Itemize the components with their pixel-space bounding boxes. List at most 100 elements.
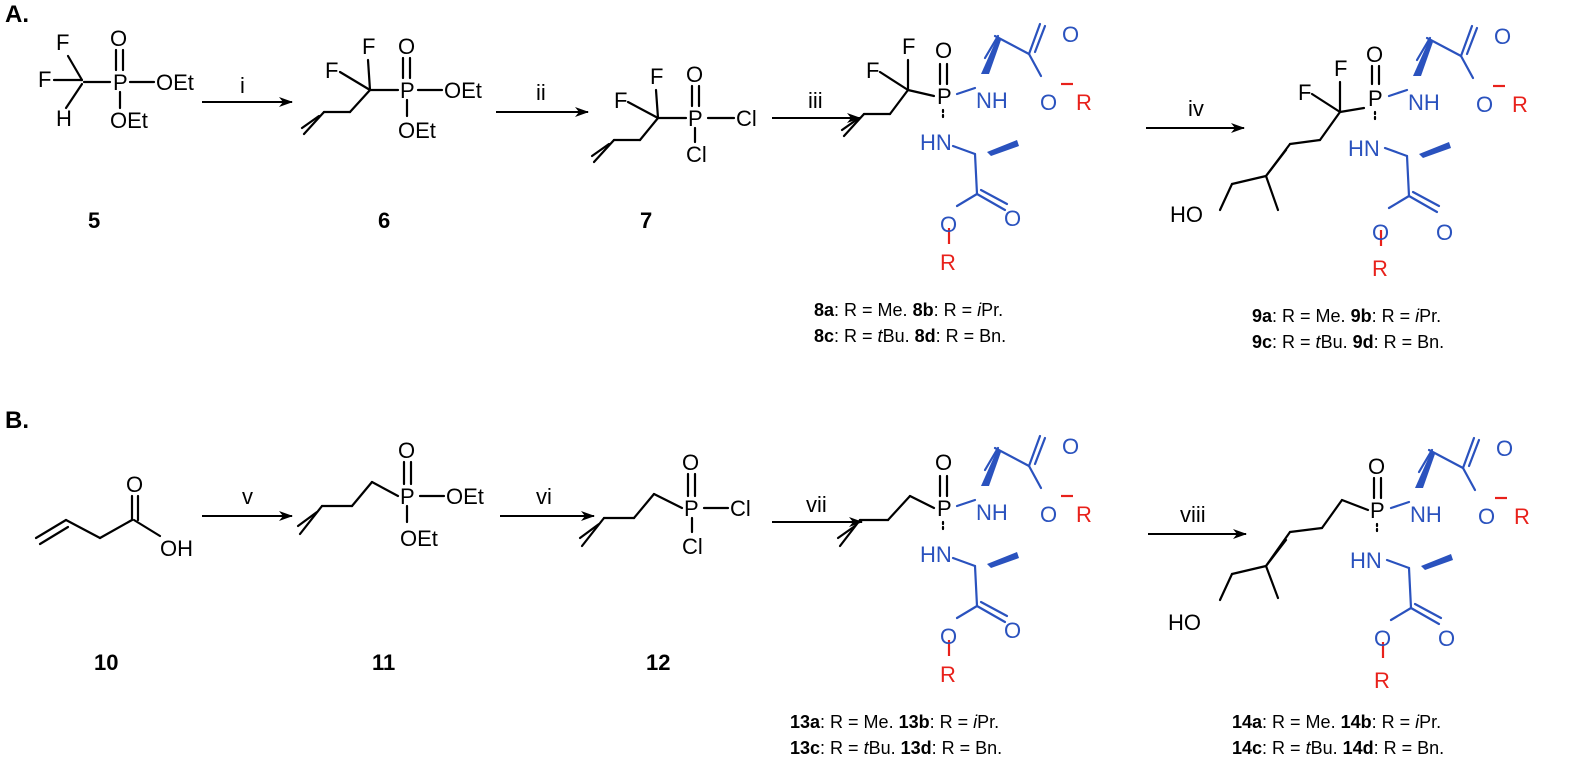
- svg-text:OEt: OEt: [400, 526, 438, 551]
- svg-text:F: F: [650, 64, 663, 89]
- caption-text: : R = Me.: [820, 712, 899, 732]
- svg-text:Cl: Cl: [682, 534, 703, 559]
- svg-text:F: F: [38, 67, 51, 92]
- svg-text:P: P: [937, 84, 952, 109]
- svg-text:O: O: [398, 34, 415, 59]
- caption-text: : R =: [1272, 332, 1316, 352]
- svg-text:O: O: [1374, 626, 1391, 651]
- caption-text: : R = Me.: [834, 300, 913, 320]
- svg-text:O: O: [398, 438, 415, 463]
- svg-text:NH: NH: [1408, 90, 1440, 115]
- compound-13-structure: P O NH O O R HN O O R: [836, 434, 1092, 687]
- caption-text: : R = Bn.: [1374, 332, 1445, 352]
- caption-text: : R =: [1372, 306, 1416, 326]
- caption-text: Pr.: [1419, 306, 1441, 326]
- svg-text:HN: HN: [920, 542, 952, 567]
- compound-5-label: 5: [88, 208, 100, 233]
- compound-number: 9b: [1351, 306, 1372, 326]
- compound-9-caption-line2: 9c: R = tBu. 9d: R = Bn.: [1252, 332, 1444, 352]
- svg-text:O: O: [1496, 436, 1513, 461]
- caption-text: : R =: [820, 738, 864, 758]
- compound-number: 8b: [913, 300, 934, 320]
- svg-text:O: O: [1476, 92, 1493, 117]
- svg-text:P: P: [113, 70, 128, 95]
- compound-7-structure: F F P O Cl Cl: [590, 62, 757, 167]
- compound-14-structure: HO P O NH O O R HN O O R: [1168, 436, 1530, 693]
- caption-text: : R =: [934, 300, 978, 320]
- compound-12-structure: P O Cl Cl: [578, 450, 751, 559]
- svg-text:HN: HN: [920, 130, 952, 155]
- svg-text:O: O: [935, 450, 952, 475]
- caption-text: : R =: [1262, 738, 1306, 758]
- svg-text:O: O: [1372, 220, 1389, 245]
- compound-number: 13c: [790, 738, 820, 758]
- svg-text:Cl: Cl: [730, 496, 751, 521]
- compound-number: 9a: [1252, 306, 1273, 326]
- svg-text:P: P: [688, 106, 703, 131]
- svg-text:F: F: [1298, 80, 1311, 105]
- caption-text: : R = Me.: [1262, 712, 1341, 732]
- caption-text: Bu.: [883, 326, 915, 346]
- svg-text:O: O: [1004, 618, 1021, 643]
- caption-text: Pr.: [977, 712, 999, 732]
- svg-text:NH: NH: [1410, 502, 1442, 527]
- reagent-v-label: v: [242, 484, 253, 509]
- compound-number: 8c: [814, 326, 834, 346]
- svg-text:R: R: [1512, 92, 1528, 117]
- compound-12-label: 12: [646, 650, 670, 675]
- svg-text:R: R: [940, 250, 956, 275]
- svg-text:R: R: [1372, 256, 1388, 281]
- compound-14-caption-line2: 14c: R = tBu. 14d: R = Bn.: [1232, 738, 1444, 758]
- section-b-label: B.: [5, 407, 29, 434]
- compound-number: 8d: [915, 326, 936, 346]
- compound-7-label: 7: [640, 208, 652, 233]
- compound-8-caption-line2: 8c: R = tBu. 8d: R = Bn.: [814, 326, 1006, 346]
- compound-6-structure: F F P O OEt OEt: [300, 34, 482, 143]
- compound-14-caption-line1: 14a: R = Me. 14b: R = iPr.: [1232, 712, 1441, 732]
- svg-text:O: O: [935, 38, 952, 63]
- svg-text:F: F: [56, 30, 69, 55]
- compound-5-structure: F F H P O OEt OEt: [38, 26, 194, 133]
- caption-text: Bu.: [1321, 332, 1353, 352]
- svg-text:O: O: [686, 62, 703, 87]
- svg-text:O: O: [1478, 504, 1495, 529]
- caption-text: : R =: [930, 712, 974, 732]
- svg-text:OEt: OEt: [444, 78, 482, 103]
- svg-text:R: R: [1076, 502, 1092, 527]
- svg-text:O: O: [1366, 42, 1383, 67]
- svg-text:O: O: [940, 212, 957, 237]
- compound-13-caption-line1: 13a: R = Me. 13b: R = iPr.: [790, 712, 999, 732]
- svg-text:NH: NH: [976, 88, 1008, 113]
- compound-number: 13b: [899, 712, 930, 732]
- compound-number: 14d: [1343, 738, 1374, 758]
- svg-text:H: H: [56, 106, 72, 131]
- reagent-i-label: i: [240, 73, 245, 98]
- compound-number: 13d: [901, 738, 932, 758]
- svg-text:O: O: [1368, 454, 1385, 479]
- compound-10-structure: O OH: [34, 472, 193, 561]
- caption-text: i: [973, 712, 978, 732]
- reagent-ii-label: ii: [536, 80, 546, 105]
- svg-text:OEt: OEt: [110, 108, 148, 133]
- reagent-iv-label: iv: [1188, 96, 1204, 121]
- compound-number: 8a: [814, 300, 835, 320]
- compound-10-label: 10: [94, 650, 118, 675]
- caption-text: i: [1415, 712, 1420, 732]
- section-a-label: A.: [5, 1, 29, 28]
- svg-text:O: O: [110, 26, 127, 51]
- svg-text:P: P: [684, 496, 699, 521]
- svg-text:O: O: [1004, 206, 1021, 231]
- svg-text:O: O: [1062, 434, 1079, 459]
- svg-text:HN: HN: [1348, 136, 1380, 161]
- compound-number: 9d: [1353, 332, 1374, 352]
- compound-11-label: 11: [372, 650, 395, 675]
- svg-text:O: O: [940, 624, 957, 649]
- svg-text:F: F: [614, 88, 627, 113]
- svg-text:O: O: [126, 472, 143, 497]
- caption-text: i: [1415, 306, 1420, 326]
- svg-text:O: O: [1436, 220, 1453, 245]
- compound-8-structure: F F P O NH O O R HN O O R: [840, 22, 1092, 275]
- caption-text: : R = Bn.: [1374, 738, 1445, 758]
- svg-text:O: O: [1040, 90, 1057, 115]
